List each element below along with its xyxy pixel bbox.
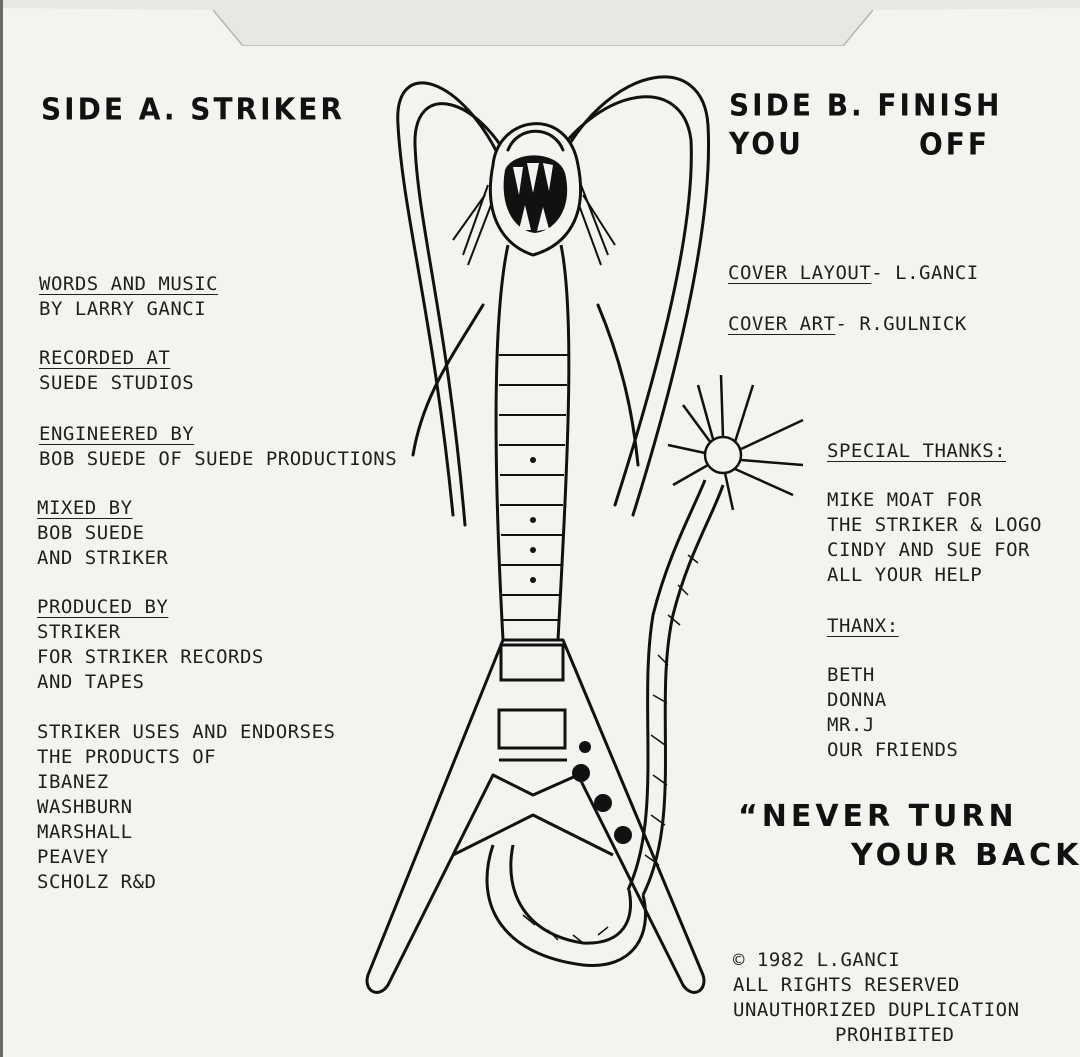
words-label: WORDS AND MUSIC [39, 273, 219, 295]
copyright-line-2: ALL RIGHTS RESERVED [733, 974, 960, 996]
special-thanks-label: SPECIAL THANKS: [827, 440, 1007, 462]
endorse-line-2: THE PRODUCTS OF [37, 746, 217, 768]
cover-art-credit: COVER ART- R.GULNICK [728, 312, 967, 337]
cover-layout-value: - L.GANCI [871, 262, 979, 284]
side-b-heading-line2: OFF [919, 126, 991, 163]
brand-item: WASHBURN [37, 796, 133, 818]
produced-value-3: AND TAPES [37, 671, 145, 693]
produced-label: PRODUCED BY [37, 596, 169, 618]
brand-item: SCHOLZ R&D [37, 871, 157, 893]
serpent-guitar-artwork [365, 75, 804, 994]
brand-item: PEAVEY [37, 846, 109, 868]
thanks-line: MIKE MOAT FOR [827, 489, 983, 511]
thanx-line: BETH [827, 664, 875, 686]
endorse-line-1: STRIKER USES AND ENDORSES [37, 721, 336, 743]
thanks-line: ALL YOUR HELP [827, 564, 983, 586]
sleeve-flap [3, 0, 1080, 46]
mixed-label: MIXED BY [37, 497, 133, 519]
produced-value-2: FOR STRIKER RECORDS [37, 646, 264, 668]
copyright-line-3: UNAUTHORIZED DUPLICATION [733, 999, 1020, 1021]
slogan-line-1: “NEVER TURN [738, 799, 1018, 834]
mixed-value-1: BOB SUEDE [37, 522, 145, 544]
thanks-line: CINDY AND SUE FOR [827, 539, 1030, 561]
words-value: BY LARRY GANCI [39, 298, 207, 320]
thanx-line: DONNA [827, 689, 887, 711]
thanx-line: OUR FRIENDS [827, 739, 959, 761]
brand-item: MARSHALL [37, 821, 133, 843]
thanx-label: THANX: [827, 615, 899, 637]
brand-item: IBANEZ [37, 771, 109, 793]
mixed-value-2: AND STRIKER [37, 547, 169, 569]
cover-layout-label: COVER LAYOUT [728, 262, 872, 284]
recorded-label: RECORDED AT [39, 347, 171, 369]
side-b-heading-line1: SIDE B. FINISH YOU [729, 87, 1003, 162]
cover-art-label: COVER ART [728, 313, 836, 335]
slogan-line-2: YOUR BACK”... [851, 838, 1080, 873]
recorded-value: SUEDE STUDIOS [39, 372, 195, 394]
thanks-line: THE STRIKER & LOGO [827, 514, 1042, 536]
side-a-heading: SIDE A. STRIKER [41, 91, 345, 128]
cover-art-value: - R.GULNICK [835, 313, 967, 335]
copyright-line-1: © 1982 L.GANCI [733, 949, 901, 971]
cover-layout-credit: COVER LAYOUT- L.GANCI [728, 261, 979, 286]
thanx-line: MR.J [827, 714, 875, 736]
produced-value-1: STRIKER [37, 621, 121, 643]
engineered-label: ENGINEERED BY [39, 423, 195, 445]
engineered-value: BOB SUEDE OF SUEDE PRODUCTIONS [39, 448, 398, 470]
copyright-line-4: PROHIBITED [835, 1024, 955, 1046]
